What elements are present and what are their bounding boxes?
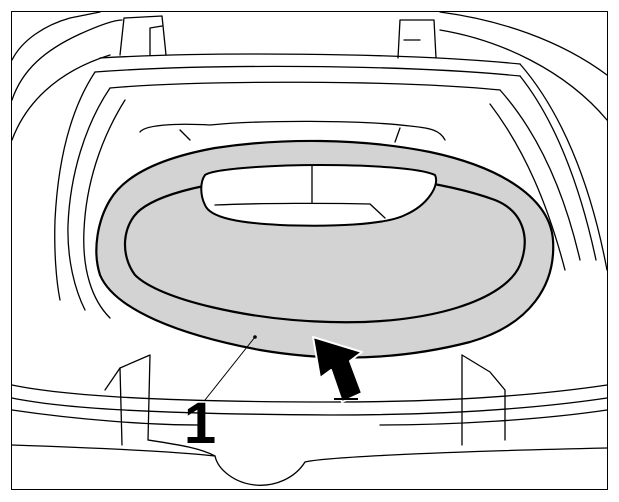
diagram-frame bbox=[11, 11, 608, 490]
inner-rim-right-notch bbox=[394, 127, 401, 143]
upper-left-contour-1 bbox=[11, 11, 101, 61]
right-wall-4 bbox=[489, 103, 566, 271]
right-wall-1 bbox=[519, 63, 608, 271]
callout-number: 1 bbox=[184, 391, 216, 456]
pointer-arrow-shape bbox=[312, 336, 363, 403]
upper-left-contour-2 bbox=[11, 19, 123, 101]
pointer-arrow-icon bbox=[312, 336, 363, 403]
seal-opening bbox=[200, 164, 438, 227]
lower-band-3-left bbox=[11, 409, 201, 426]
opening-ledge bbox=[214, 202, 386, 219]
right-wall-3 bbox=[499, 89, 581, 261]
upper-right-contour-1 bbox=[439, 11, 608, 76]
lower-band-2 bbox=[11, 397, 608, 416]
left-rib-inner bbox=[119, 367, 123, 446]
upper-left-contour-3 bbox=[11, 54, 111, 141]
left-rib-outer bbox=[104, 354, 151, 441]
left-wall-2 bbox=[67, 87, 111, 311]
right-top-tab bbox=[397, 19, 437, 59]
right-rib-outer bbox=[461, 354, 506, 441]
opening-outline bbox=[200, 164, 438, 227]
inner-rim-top bbox=[139, 120, 446, 141]
left-top-tab bbox=[119, 15, 167, 56]
upper-band-1 bbox=[99, 53, 521, 65]
left-wall-3 bbox=[83, 99, 126, 319]
callout-leader-dot bbox=[253, 335, 257, 339]
right-wall-2 bbox=[519, 75, 597, 261]
callout-leader-line bbox=[204, 336, 256, 401]
lower-band-3-right bbox=[379, 409, 608, 426]
bottom-tab-left-link bbox=[147, 439, 216, 457]
lower-band-1 bbox=[11, 384, 608, 403]
upper-band-2 bbox=[94, 65, 521, 77]
left-wall-1 bbox=[54, 71, 96, 301]
left-top-tab-inner bbox=[149, 25, 163, 56]
background-structure bbox=[11, 11, 608, 486]
upper-right-contour-2 bbox=[439, 29, 608, 121]
bottom-tab bbox=[11, 444, 608, 486]
upper-band-3 bbox=[109, 81, 501, 91]
inner-rim-left-notch bbox=[179, 129, 191, 141]
